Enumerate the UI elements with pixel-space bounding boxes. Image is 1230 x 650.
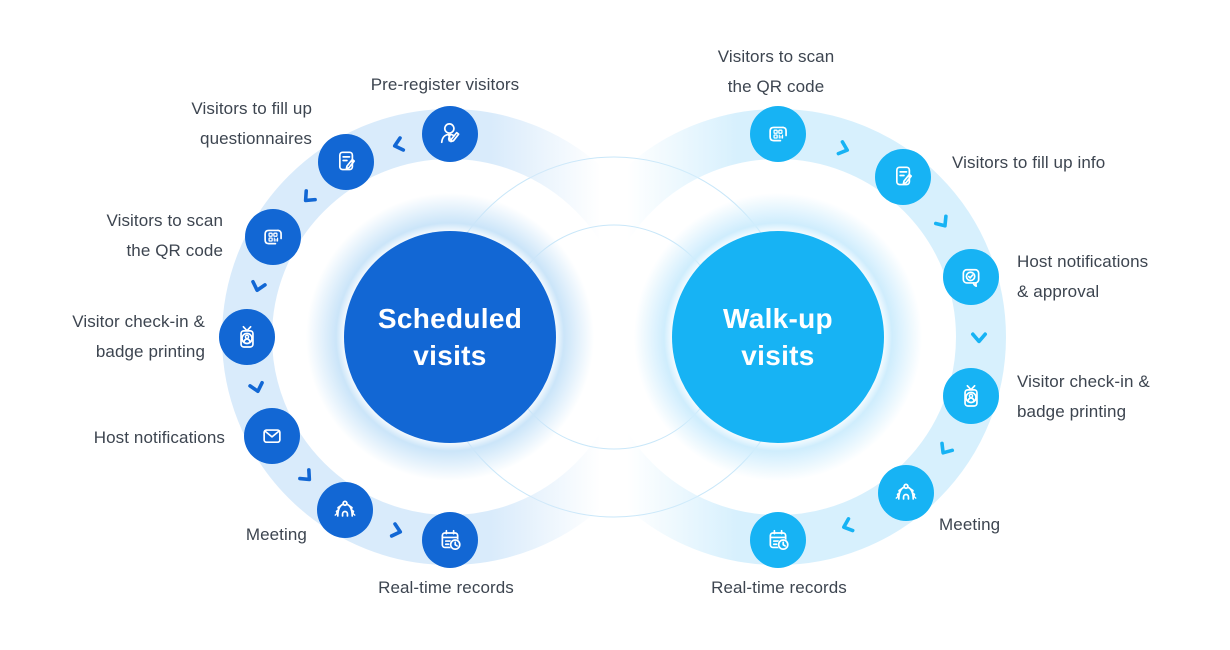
step-label-meeting: Meeting: [245, 525, 307, 544]
step-icon-scan-qr-walkup: [750, 106, 806, 162]
form-edit-icon: [329, 145, 363, 179]
meeting-icon: [889, 476, 923, 510]
walkup-visits-circle: Walk-up visits: [672, 231, 884, 443]
step-label-check-in: Visitor check-in & badge printing: [72, 312, 205, 361]
step-icon-fill-info: [875, 149, 931, 205]
step-icon-records: [422, 512, 478, 568]
step-label-check-in-walkup: Visitor check-in & badge printing: [1017, 372, 1150, 421]
step-icon-meeting-walkup: [878, 465, 934, 521]
step-label-scan-qr: Visitors to scan the QR code: [106, 211, 223, 260]
step-icon-questionnaires: [318, 134, 374, 190]
step-label-records-walkup: Real-time records: [711, 578, 847, 597]
step-icon-records-walkup: [750, 512, 806, 568]
step-label-pre-register: Pre-register visitors: [370, 75, 520, 94]
qr-scan-icon: [761, 117, 795, 151]
step-icon-check-in: [219, 309, 275, 365]
step-icon-pre-register: [422, 106, 478, 162]
step-icon-scan-qr: [245, 209, 301, 265]
scheduled-visits-circle: Scheduled visits: [344, 231, 556, 443]
scheduled-visits-title: Scheduled visits: [377, 303, 523, 371]
step-label-host-notifications: Host notifications: [93, 428, 225, 447]
calendar-clock-icon: [433, 523, 467, 557]
step-label-host-approval: Host notifications & approval: [1017, 252, 1149, 301]
step-icon-meeting: [317, 482, 373, 538]
step-label-meeting-walkup: Meeting: [939, 515, 1001, 534]
qr-scan-icon: [256, 220, 290, 254]
step-label-scan-qr-walkup: Visitors to scan the QR code: [717, 47, 835, 96]
step-icon-host-approval: [943, 249, 999, 305]
step-icon-check-in-walkup: [943, 368, 999, 424]
step-icon-host-notifications: [244, 408, 300, 464]
flow-arrow-icon: [969, 328, 989, 348]
meeting-icon: [328, 493, 362, 527]
walkup-visits-title: Walk-up visits: [723, 303, 833, 371]
envelope-icon: [255, 419, 289, 453]
calendar-clock-icon: [761, 523, 795, 557]
badge-icon: [954, 379, 988, 413]
bubble-check-icon: [954, 260, 988, 294]
step-label-fill-info: Visitors to fill up info: [952, 153, 1106, 172]
form-edit-icon: [886, 160, 920, 194]
step-label-questionnaires: Visitors to fill up questionnaires: [191, 99, 312, 148]
person-edit-icon: [433, 117, 467, 151]
step-label-records: Real-time records: [378, 578, 514, 597]
badge-icon: [230, 320, 264, 354]
